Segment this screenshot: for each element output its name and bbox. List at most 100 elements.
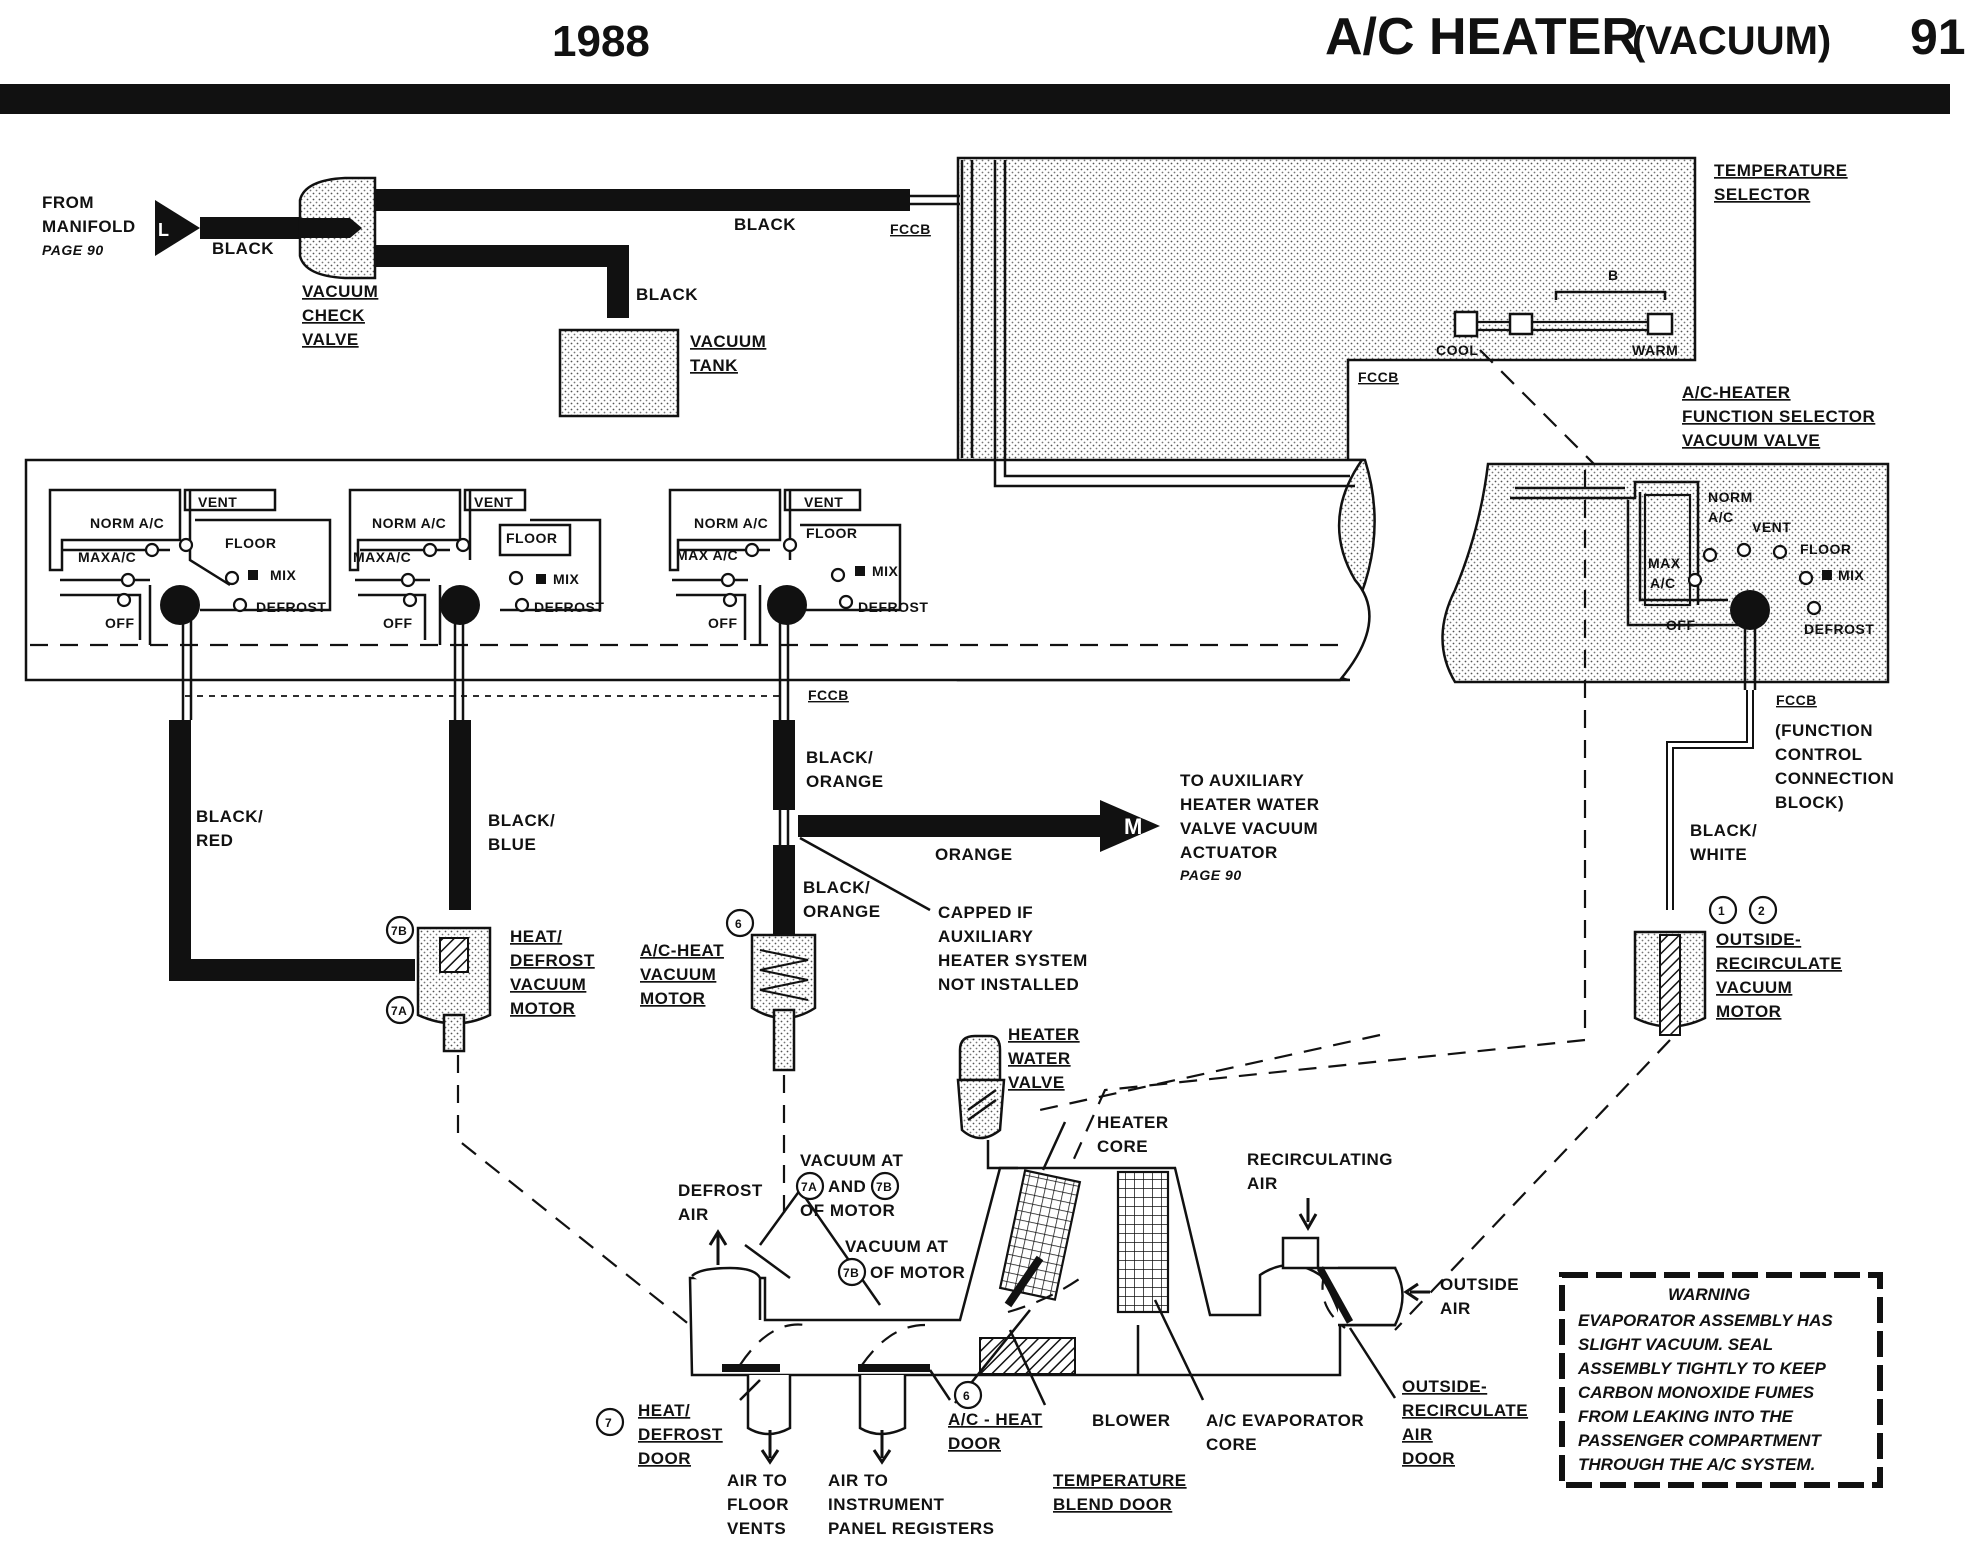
vacuum-tank-label-2: TANK <box>690 356 738 375</box>
warning-line-5: FROM LEAKING INTO THE <box>1578 1407 1794 1426</box>
temp-warm-label: WARM <box>1632 342 1678 358</box>
heat-defrost-motor-1: HEAT/ <box>510 927 562 946</box>
capped-3: HEATER SYSTEM <box>938 951 1088 970</box>
heat-defrost-motor-3: VACUUM <box>510 975 586 994</box>
outside-recirculate-vacuum-motor: 1 2 OUTSIDE- RECIRCULATE VACUUM MOTOR <box>1633 895 1842 1036</box>
fccb-right-panel: FCCB <box>1358 369 1399 385</box>
capped-2: AUXILIARY <box>938 927 1034 946</box>
hd-door-1: HEAT/ <box>638 1401 690 1420</box>
ac-heat-motor-2: VACUUM <box>640 965 716 984</box>
func-selector-label-1: A/C-HEATER <box>1682 383 1791 402</box>
func-selector-housing <box>1441 462 1890 684</box>
fs-ac: A/C <box>1708 509 1734 525</box>
black-blue-color-2: BLUE <box>488 835 536 854</box>
control-panel: VENT NORM A/C FLOOR MAXA/C MIX DEFROST O… <box>24 160 1371 682</box>
heater-core-2: CORE <box>1097 1137 1148 1156</box>
func-selector-knob <box>1730 590 1770 630</box>
s2-mix: MIX <box>553 571 580 587</box>
s1-maxac: MAXA/C <box>78 549 136 565</box>
defrost-air-1: DEFROST <box>678 1181 763 1200</box>
plenum-assembly <box>688 1034 1430 1465</box>
motor-hoses: BLACK/ RED BLACK/ BLUE BLACK/ ORANGE BLA… <box>169 690 1757 994</box>
from-label: FROM <box>42 193 94 212</box>
aux-label-3: VALVE VACUUM <box>1180 819 1318 838</box>
temp-cool-label: COOL <box>1436 342 1478 358</box>
manifold-hose-color: BLACK <box>212 239 274 258</box>
warning-line-7: THROUGH THE A/C SYSTEM. <box>1578 1455 1815 1474</box>
heat-defrost-motor-2: DEFROST <box>510 951 595 970</box>
warning-line-1: EVAPORATOR ASSEMBLY HAS <box>1578 1311 1833 1330</box>
fccb-func: FCCB <box>1776 692 1817 708</box>
header-year: 1988 <box>552 17 650 66</box>
s1-off: OFF <box>105 615 135 631</box>
slider-knob <box>1508 312 1534 336</box>
motor-port-7a: 7A <box>391 1004 407 1018</box>
or-door-3: AIR <box>1402 1425 1433 1444</box>
manifold-page-ref: PAGE 90 <box>42 242 104 258</box>
s2-defrost: DEFROST <box>534 599 604 615</box>
ac-heat-motor-3: MOTOR <box>640 989 705 1008</box>
or-door-2: RECIRCULATE <box>1402 1401 1528 1420</box>
or-door-1: OUTSIDE- <box>1402 1377 1487 1396</box>
ac-evaporator-core <box>1116 1170 1170 1314</box>
defrost-air-2: AIR <box>678 1205 709 1224</box>
s1-defrost: DEFROST <box>256 599 326 615</box>
fccb-mid: FCCB <box>808 687 849 703</box>
air-panel-3: PANEL REGISTERS <box>828 1519 995 1538</box>
black-white-color-2: WHITE <box>1690 845 1747 864</box>
manifold-label: MANIFOLD <box>42 217 136 236</box>
vacuum-tank <box>558 328 680 418</box>
fs-mix: MIX <box>1838 567 1865 583</box>
vac-7a7b-and: AND <box>828 1177 866 1196</box>
s2-floor: FLOOR <box>506 530 558 546</box>
s2-off: OFF <box>383 615 413 631</box>
capped-4: NOT INSTALLED <box>938 975 1079 994</box>
black-hose-tank-color: BLACK <box>636 285 698 304</box>
aux-page-ref: PAGE 90 <box>1180 867 1242 883</box>
fs-defrost: DEFROST <box>1804 621 1874 637</box>
warning-line-4: CARBON MONOXIDE FUMES <box>1578 1383 1815 1402</box>
warning-title: WARNING <box>1668 1285 1750 1304</box>
black-orange-top-2: ORANGE <box>806 772 884 791</box>
black-hose-tank <box>375 245 629 318</box>
fs-a-c: A/C <box>1650 575 1676 591</box>
header-bar <box>0 84 1950 114</box>
fs-norm: NORM <box>1708 489 1753 505</box>
aux-label-2: HEATER WATER <box>1180 795 1319 814</box>
black-red-hose <box>169 720 415 981</box>
header-title: A/C HEATER <box>1325 8 1639 66</box>
vac-7a7b-1: VACUUM AT <box>800 1151 903 1170</box>
func-selector-label-2: FUNCTION SELECTOR <box>1682 407 1875 426</box>
check-valve-label-1: VACUUM <box>302 282 378 301</box>
s2-norm-ac: NORM A/C <box>372 515 446 531</box>
heat-defrost-motor-4: MOTOR <box>510 999 575 1018</box>
ah-door-1: A/C - HEAT <box>948 1410 1043 1429</box>
s3-floor: FLOOR <box>806 525 858 541</box>
temp-selector-feed-tube <box>993 160 1355 488</box>
cool-end-fitting <box>1453 310 1479 338</box>
vac-7b-b: 7B <box>843 1266 859 1280</box>
black-white-hose <box>1666 690 1754 910</box>
blower-label: BLOWER <box>1092 1411 1171 1430</box>
temp-selector-label-1: TEMPERATURE <box>1714 161 1848 180</box>
check-valve-label-2: CHECK <box>302 306 365 325</box>
hwv-1: HEATER <box>1008 1025 1080 1044</box>
aux-arrow <box>1100 800 1160 852</box>
aux-label-4: ACTUATOR <box>1180 843 1278 862</box>
s3-max-ac: MAX A/C <box>676 547 738 563</box>
s3-mix: MIX <box>872 563 899 579</box>
header-subtitle: (VACUUM) <box>1632 19 1831 63</box>
manifold-arrow <box>155 200 200 256</box>
orange-color: ORANGE <box>935 845 1013 864</box>
fs-floor: FLOOR <box>1800 541 1852 557</box>
ac-heat-motor-1: A/C-HEAT <box>640 941 724 960</box>
outside-recirculate-air-door <box>1316 1266 1354 1324</box>
outside-motor-num-2: 2 <box>1758 904 1765 918</box>
black-blue-color-1: BLACK/ <box>488 811 555 830</box>
black-white-color-1: BLACK/ <box>1690 821 1757 840</box>
fccb-top: FCCB <box>890 221 931 237</box>
s3-defrost: DEFROST <box>858 599 928 615</box>
air-panel-2: INSTRUMENT <box>828 1495 945 1514</box>
switch-2-knob <box>440 585 480 625</box>
ac-heat-vacuum-motor: 6 A/C-HEAT VACUUM MOTOR <box>640 908 817 1072</box>
